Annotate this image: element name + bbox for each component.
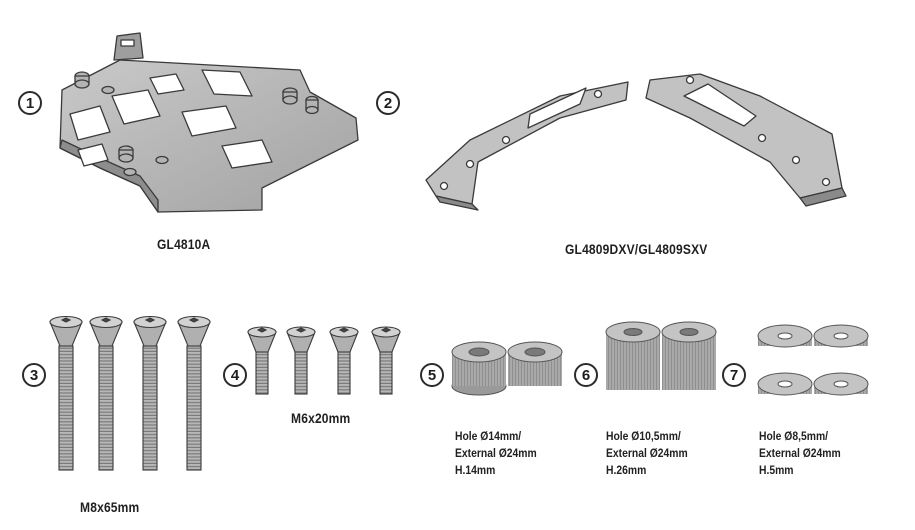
part-number-badge: 7: [722, 363, 746, 387]
spec-line: External Ø24mm: [455, 448, 537, 460]
short-screw-icon: [247, 326, 401, 395]
spec-line: Hole Ø10,5mm/: [606, 431, 681, 443]
part-code-label: GL4809DXV/GL4809SXV: [565, 241, 708, 257]
spec-line: Hole Ø8,5mm/: [759, 431, 829, 443]
part-number-badge: 4: [223, 363, 247, 387]
part-size-label: M6x20mm: [291, 410, 351, 426]
spec-line: Hole Ø14mm/: [455, 431, 522, 443]
spec-line: External Ø24mm: [606, 448, 688, 460]
washer-icon: [757, 324, 869, 396]
part-number-badge: 3: [22, 363, 46, 387]
side-bracket-icon: [425, 73, 847, 211]
spec-line: H.14mm: [455, 465, 496, 477]
spacer-icon: [605, 321, 717, 390]
spec-line: H.5mm: [759, 465, 794, 477]
top-rack-plate-icon: [59, 32, 359, 213]
spec-line: External Ø24mm: [759, 448, 841, 460]
spacer-icon: [451, 341, 563, 396]
part-number-badge: 2: [376, 91, 400, 115]
part-spec-text: Hole Ø10,5mm/ External Ø24mm H.26mm: [606, 429, 688, 480]
part-spec-text: Hole Ø14mm/ External Ø24mm H.14mm: [455, 429, 537, 480]
part-number-badge: 6: [574, 363, 598, 387]
part-code-label: GL4810A: [157, 236, 211, 252]
part-number-badge: 1: [18, 91, 42, 115]
long-screw-icon: [49, 315, 211, 471]
part-size-label: M8x65mm: [80, 499, 140, 515]
spec-line: H.26mm: [606, 465, 647, 477]
part-spec-text: Hole Ø8,5mm/ External Ø24mm H.5mm: [759, 429, 841, 480]
part-number-badge: 5: [420, 363, 444, 387]
